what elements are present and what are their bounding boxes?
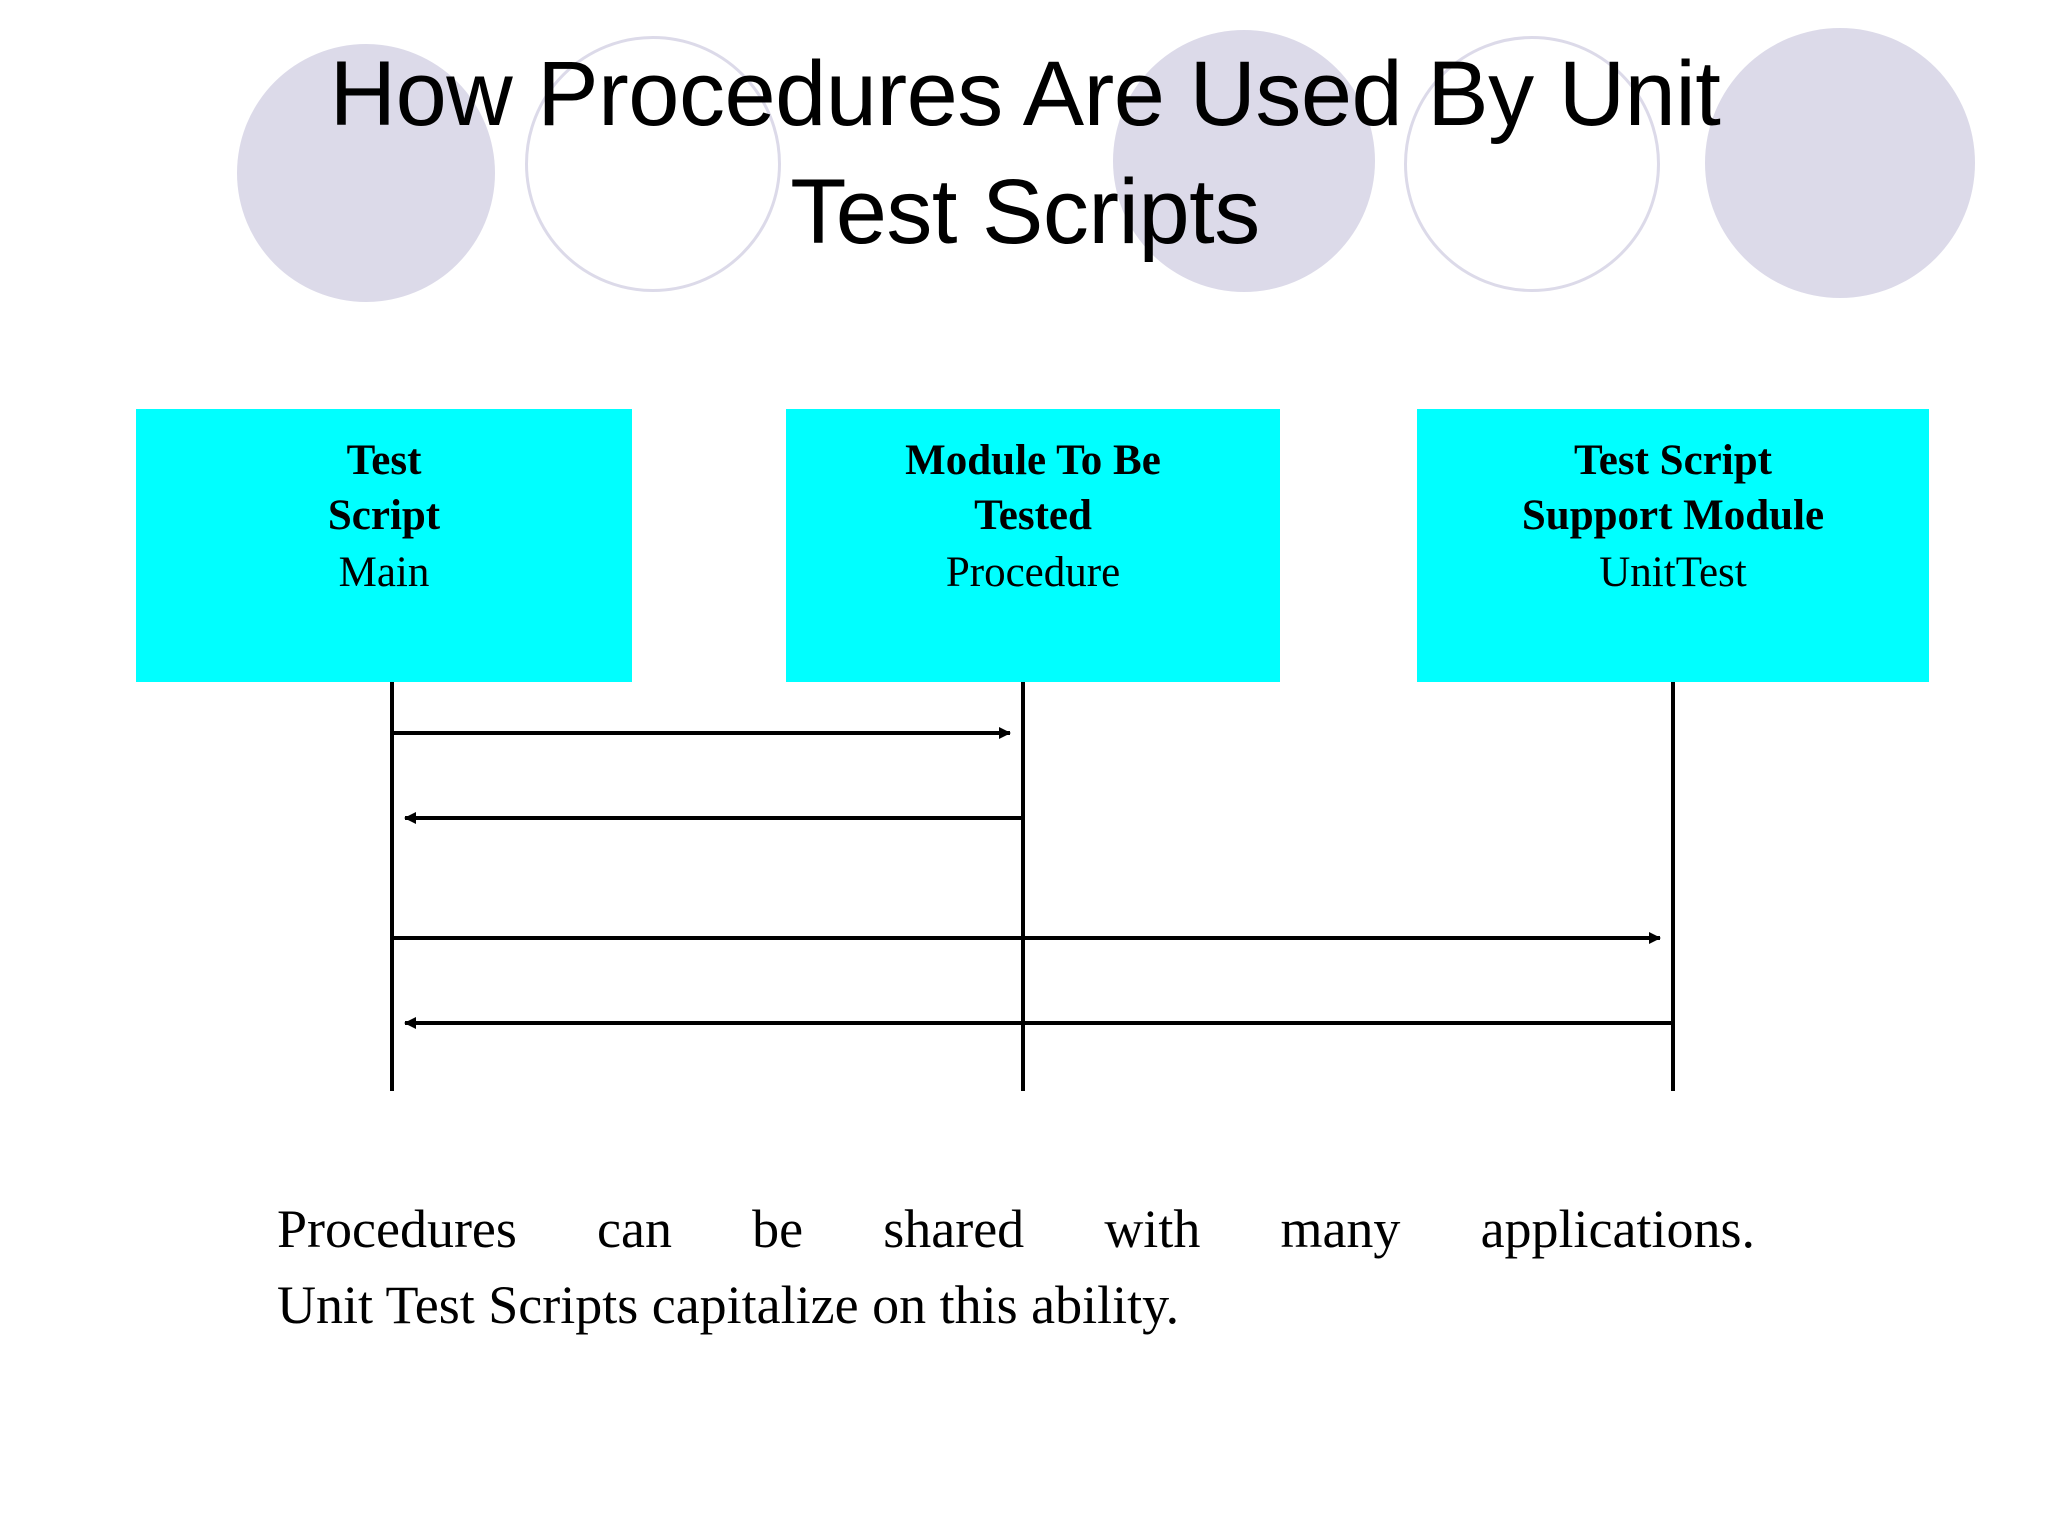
participant-box-header: Test Script: [327, 437, 441, 540]
slide-title: How Procedures Are Used By Unit Test Scr…: [329, 43, 1721, 263]
participant-box-header: Module To Be Tested: [905, 437, 1161, 540]
participant-box-test-script[interactable]: Test Script Main: [136, 409, 632, 682]
participant-box-header: Test Script Support Module: [1521, 437, 1825, 540]
caption-line-1: Procedures can be shared with many appli…: [277, 1199, 1755, 1259]
lifeline-group: [390, 682, 1675, 1091]
participant-box-test-script-support-module[interactable]: Test Script Support Module UnitTest: [1417, 409, 1929, 682]
participant-box-module-to-be-tested[interactable]: Module To Be Tested Procedure: [786, 409, 1280, 682]
slide-caption: Procedures can be shared with many appli…: [277, 1192, 1755, 1343]
participant-box-subtitle: Procedure: [945, 549, 1121, 597]
message-arrow-group: [392, 727, 1673, 1029]
caption-line-2: Unit Test Scripts capitalize on this abi…: [277, 1274, 1180, 1335]
participant-box-subtitle: UnitTest: [1599, 549, 1747, 597]
participant-box-subtitle: Main: [338, 549, 430, 597]
